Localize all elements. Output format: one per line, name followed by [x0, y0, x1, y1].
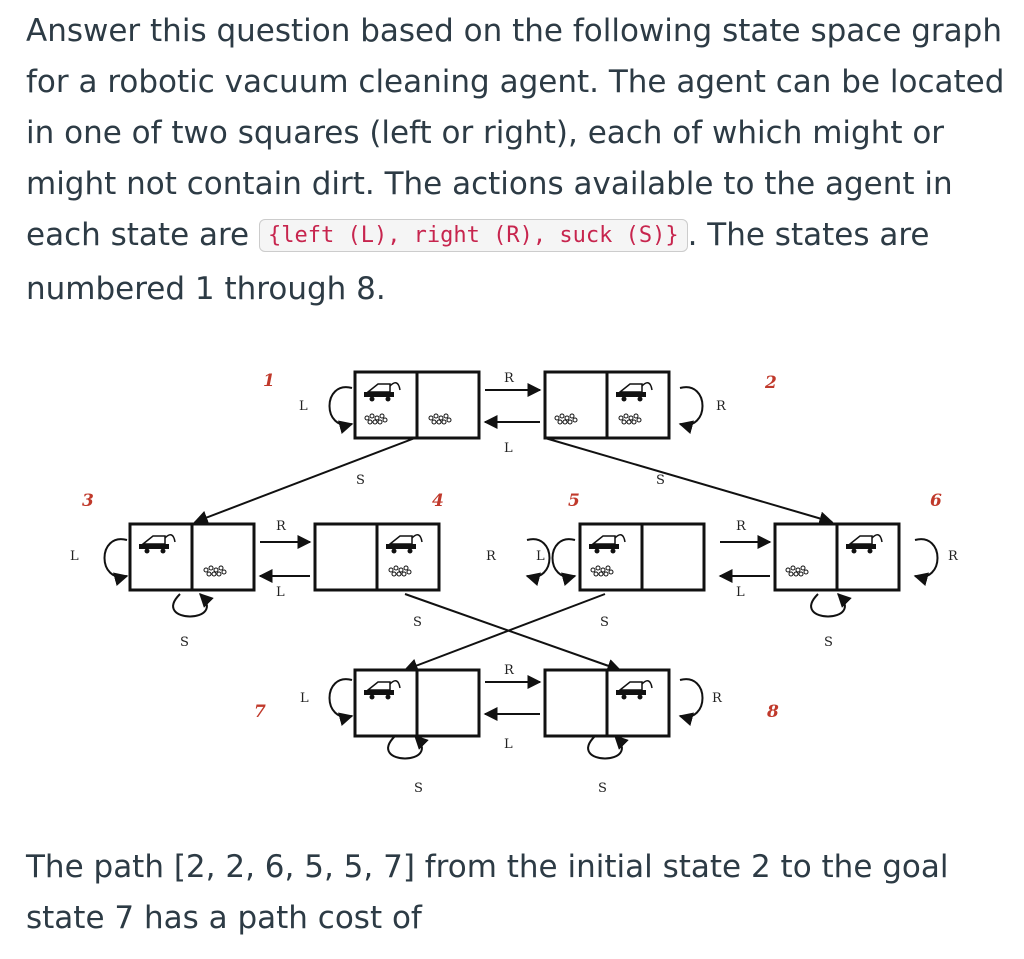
action-label: R: [716, 399, 727, 414]
state-7: [353, 668, 481, 738]
action-label: L: [504, 441, 513, 456]
action-label: L: [276, 585, 285, 600]
suck-transitions: [193, 437, 834, 673]
action-label: L: [299, 399, 308, 414]
move-transitions: [258, 383, 772, 721]
question-text-2: . The states are numbered 1 through 8.: [26, 217, 930, 307]
action-label: R: [736, 519, 747, 534]
state-number-7: 7: [254, 702, 266, 722]
action-label: S: [656, 473, 665, 488]
action-label: R: [276, 519, 287, 534]
state-8: [543, 668, 671, 738]
state-4: [313, 522, 441, 592]
action-label: S: [414, 781, 423, 796]
action-label: L: [536, 549, 545, 564]
action-label: R: [504, 663, 515, 678]
question-text-1: Answer this question based on the follow…: [26, 13, 1005, 253]
state-3: [128, 522, 256, 592]
action-label: L: [736, 585, 745, 600]
action-label: L: [70, 549, 79, 564]
action-label: L: [504, 737, 513, 752]
action-label: S: [413, 615, 422, 630]
state-number-2: 2: [764, 373, 777, 393]
action-label: R: [712, 691, 723, 706]
action-label: R: [486, 549, 497, 564]
state-number-8: 8: [766, 702, 779, 722]
action-label: S: [356, 473, 365, 488]
question-followup: The path [2, 2, 6, 5, 5, 7] from the ini…: [26, 849, 949, 936]
state-1: [353, 370, 481, 440]
action-label: R: [948, 549, 959, 564]
action-label: S: [824, 635, 833, 650]
state-number-1: 1: [263, 371, 275, 391]
state-number-3: 3: [82, 491, 94, 511]
state-number-5: 5: [568, 491, 580, 511]
action-label: L: [300, 691, 309, 706]
action-label: S: [180, 635, 189, 650]
action-label: S: [600, 615, 609, 630]
state-5: [578, 522, 706, 592]
self-loops: [103, 386, 939, 760]
state-space-graph: 1 2 3 4 5 6 7 8 R L L R S S L R L R L R …: [70, 370, 959, 796]
state-6: [773, 522, 901, 592]
state-number-6: 6: [930, 491, 942, 511]
action-label: R: [504, 371, 515, 386]
state-number-4: 4: [432, 491, 444, 511]
action-label: S: [598, 781, 607, 796]
question-intro: Answer this question based on the follow…: [26, 6, 1016, 315]
actions-code: {left (L), right (R), suck (S)}: [258, 219, 688, 252]
state-2: [543, 370, 671, 440]
